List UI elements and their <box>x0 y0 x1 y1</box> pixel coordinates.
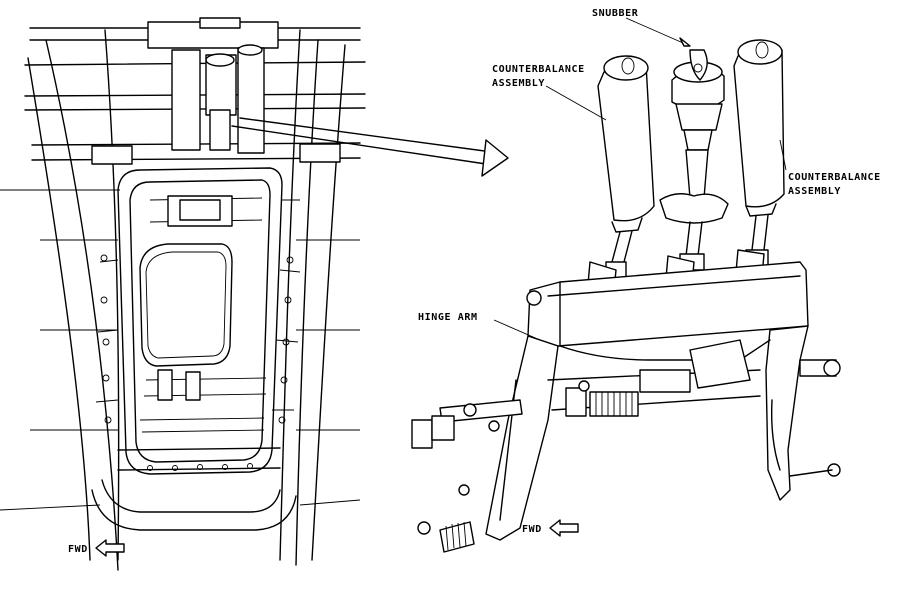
hinge-arm-label: HINGE ARM <box>418 312 478 323</box>
diagram-labels: SNUBBER COUNTERBALANCE ASSEMBLY COUNTERB… <box>418 8 881 341</box>
fwd-indicator-right: FWD <box>522 519 579 537</box>
fwd-arrow-right-icon <box>549 519 579 537</box>
hinge-assembly-view <box>411 39 841 553</box>
counterbalance-right-label-line1: COUNTERBALANCE <box>788 172 881 183</box>
snubber-label: SNUBBER <box>592 8 639 19</box>
counterbalance-assembly-left <box>597 55 655 279</box>
door-frame-view <box>0 17 366 571</box>
fwd-label-right: FWD <box>522 524 542 535</box>
counterbalance-left-label-line2: ASSEMBLY <box>492 78 545 89</box>
spring <box>589 391 639 417</box>
fwd-indicator-left: FWD <box>68 539 125 557</box>
fwd-arrow-left-icon <box>95 539 125 557</box>
fwd-label-left: FWD <box>68 544 88 555</box>
counterbalance-left-label-line1: COUNTERBALANCE <box>492 64 585 75</box>
detail-callout-arrow <box>231 117 509 177</box>
snubber <box>659 49 729 271</box>
counterbalance-right-label-line2: ASSEMBLY <box>788 186 841 197</box>
counterbalance-assembly-right <box>733 39 785 267</box>
